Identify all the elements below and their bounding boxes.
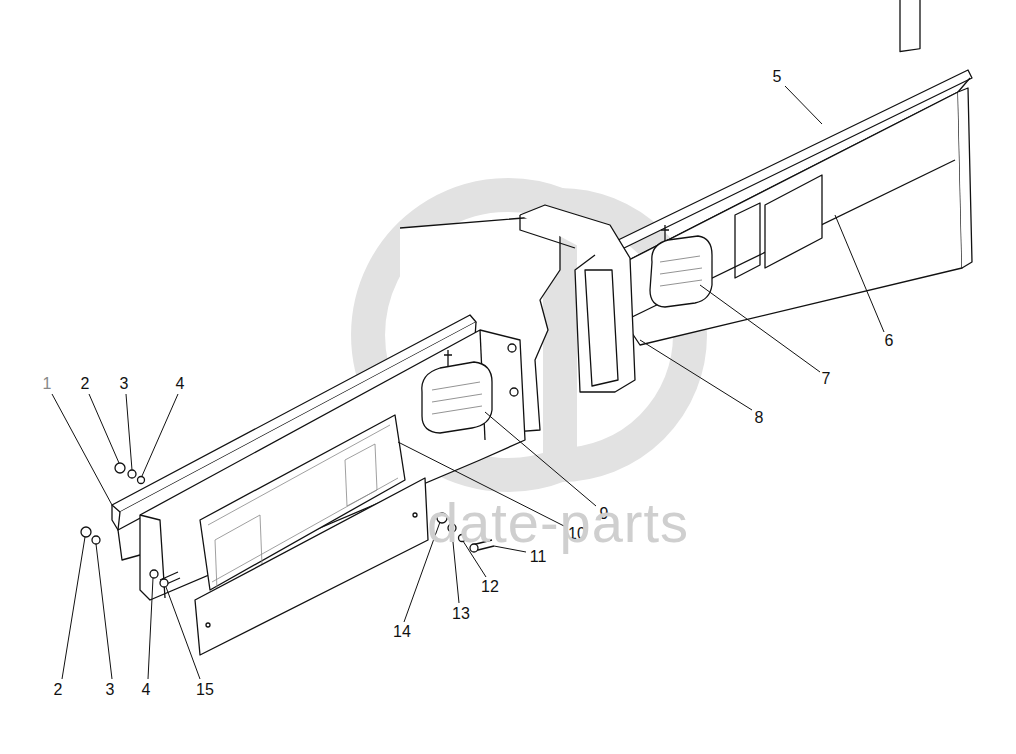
callout-number: 15 [196,682,214,698]
callout-number: 2 [81,376,90,392]
callout-number: 1 [43,376,52,392]
watermark: date-parts [427,495,689,551]
callout-number: 12 [481,579,499,595]
callout-number: 5 [773,69,782,85]
callout-number: 14 [393,624,411,640]
callout-number: 3 [106,682,115,698]
callout-number: 11 [530,549,547,565]
callout-number: 7 [822,371,831,387]
callout-number: 8 [755,410,764,426]
callout-number: 4 [142,682,151,698]
callout-number: 2 [54,682,63,698]
callout-number: 4 [176,376,185,392]
right-beam [612,0,972,345]
bottom-plate [195,478,428,655]
right-lamp [650,236,712,307]
callout-number: 3 [120,376,129,392]
leader-lines [52,86,884,679]
callout-number: 6 [885,333,894,349]
callout-number: 13 [452,606,470,622]
left-lamp [422,362,492,433]
